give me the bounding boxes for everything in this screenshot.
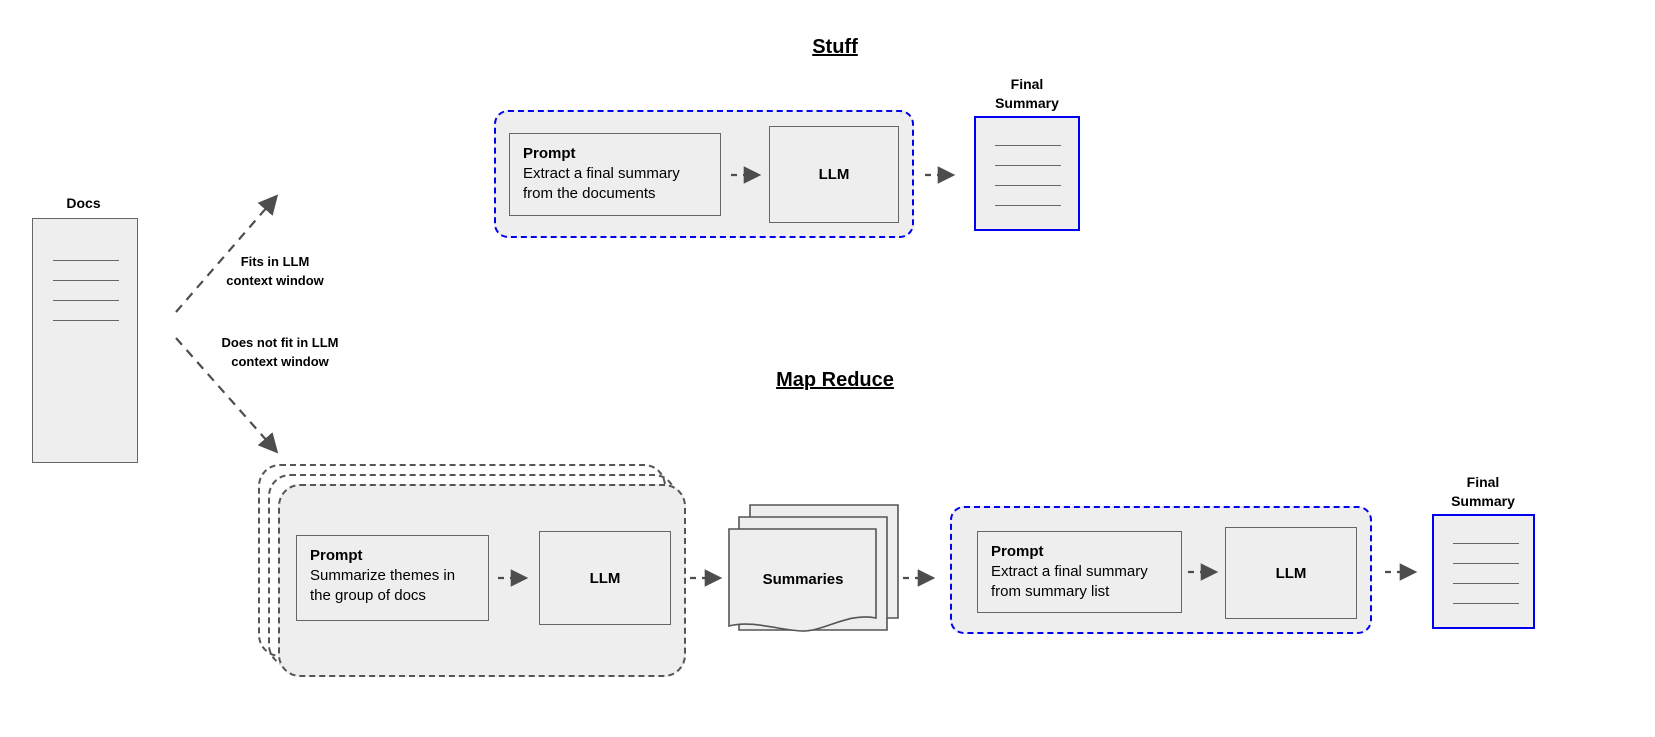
edge-fits-line2: context window — [226, 273, 324, 288]
map-llm-label: LLM — [589, 569, 621, 587]
stuff-prompt-line2: from the documents — [523, 185, 656, 202]
reduce-final-summary-label: Final Summary — [1418, 473, 1548, 511]
reduce-prompt-line1: Extract a final summary — [991, 563, 1148, 580]
summaries-sheet-front — [728, 528, 877, 632]
stuff-prompt-title: Prompt — [523, 145, 576, 162]
stuff-prompt-line1: Extract a final summary — [523, 165, 680, 182]
reduce-prompt-title: Prompt — [991, 543, 1044, 560]
stuff-llm-label: LLM — [818, 166, 850, 183]
docs-box — [32, 218, 138, 463]
title-map-reduce: Map Reduce — [776, 369, 894, 391]
stuff-fs-line1: Final — [1010, 76, 1044, 92]
edge-notfit-line1: Does not fit in LLM — [221, 335, 339, 350]
docs-line-2 — [53, 280, 119, 281]
stuff-final-summary-label: Final Summary — [962, 75, 1092, 113]
map-prompt-title: Prompt — [310, 547, 363, 564]
reduce-llm-box: LLM — [1225, 527, 1357, 619]
map-llm-box: LLM — [539, 531, 671, 625]
reduce-fs-line-2 — [1453, 563, 1519, 564]
docs-line-3 — [53, 300, 119, 301]
reduce-fs-line2: Summary — [1451, 493, 1515, 509]
stuff-fs-line2: Summary — [995, 95, 1059, 111]
stuff-arrow-prompt-to-llm — [731, 166, 762, 184]
title-stuff: Stuff — [812, 36, 858, 58]
reduce-arrow-prompt-to-llm — [1188, 563, 1219, 581]
reduce-llm-label: LLM — [1275, 564, 1307, 582]
arrow-does-not-fit — [175, 337, 279, 454]
stuff-arrow-llm-to-summary — [925, 166, 956, 184]
reduce-fs-line-4 — [1453, 603, 1519, 604]
docs-line-1 — [53, 260, 119, 261]
stuff-llm-box: LLM — [769, 126, 899, 223]
stuff-final-summary-box — [974, 116, 1080, 231]
edge-fits-line1: Fits in LLM — [240, 254, 310, 269]
stuff-fs-line-4 — [995, 205, 1061, 206]
branch-arrows — [175, 194, 279, 454]
map-arrow-prompt-to-llm — [498, 569, 529, 587]
stuff-fs-line-3 — [995, 185, 1061, 186]
map-arrow-summaries-to-reduce — [903, 569, 936, 587]
reduce-final-summary-box — [1432, 514, 1535, 629]
reduce-fs-line-3 — [1453, 583, 1519, 584]
reduce-fs-line1: Final — [1466, 474, 1500, 490]
reduce-fs-line-1 — [1453, 543, 1519, 544]
map-arrow-llm-to-summaries — [690, 569, 723, 587]
reduce-prompt-box: Prompt Extract a final summary from summ… — [977, 531, 1182, 613]
summaries-label: Summaries — [762, 571, 844, 588]
summaries-stack — [728, 504, 899, 632]
stuff-prompt-box: Prompt Extract a final summary from the … — [509, 133, 721, 216]
map-prompt-line1: Summarize themes in — [310, 567, 456, 584]
docs-line-4 — [53, 320, 119, 321]
stuff-fs-line-1 — [995, 145, 1061, 146]
stuff-fs-line-2 — [995, 165, 1061, 166]
map-prompt-line2: the group of docs — [310, 587, 426, 604]
edge-notfit-line2: context window — [231, 354, 329, 369]
map-prompt-box: Prompt Summarize themes in the group of … — [296, 535, 489, 621]
reduce-arrow-llm-to-summary — [1385, 563, 1418, 581]
arrow-fits — [175, 194, 279, 313]
edge-label-does-not-fit: Does not fit in LLM context window — [195, 333, 365, 371]
edge-label-fits: Fits in LLM context window — [195, 252, 355, 290]
reduce-prompt-line2: from summary list — [991, 583, 1110, 600]
docs-label: Docs — [66, 195, 101, 211]
